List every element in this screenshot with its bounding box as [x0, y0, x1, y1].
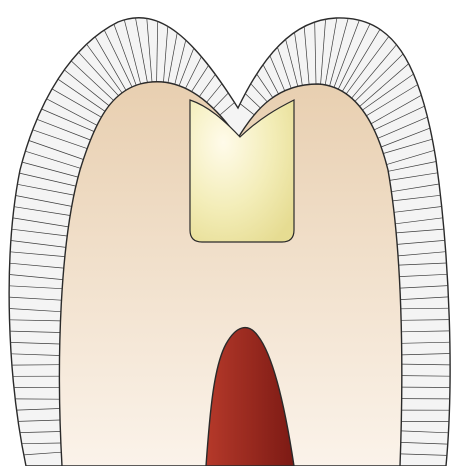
tooth-cross-section-svg: [0, 0, 456, 470]
tooth-cross-section-diagram: [0, 0, 456, 470]
